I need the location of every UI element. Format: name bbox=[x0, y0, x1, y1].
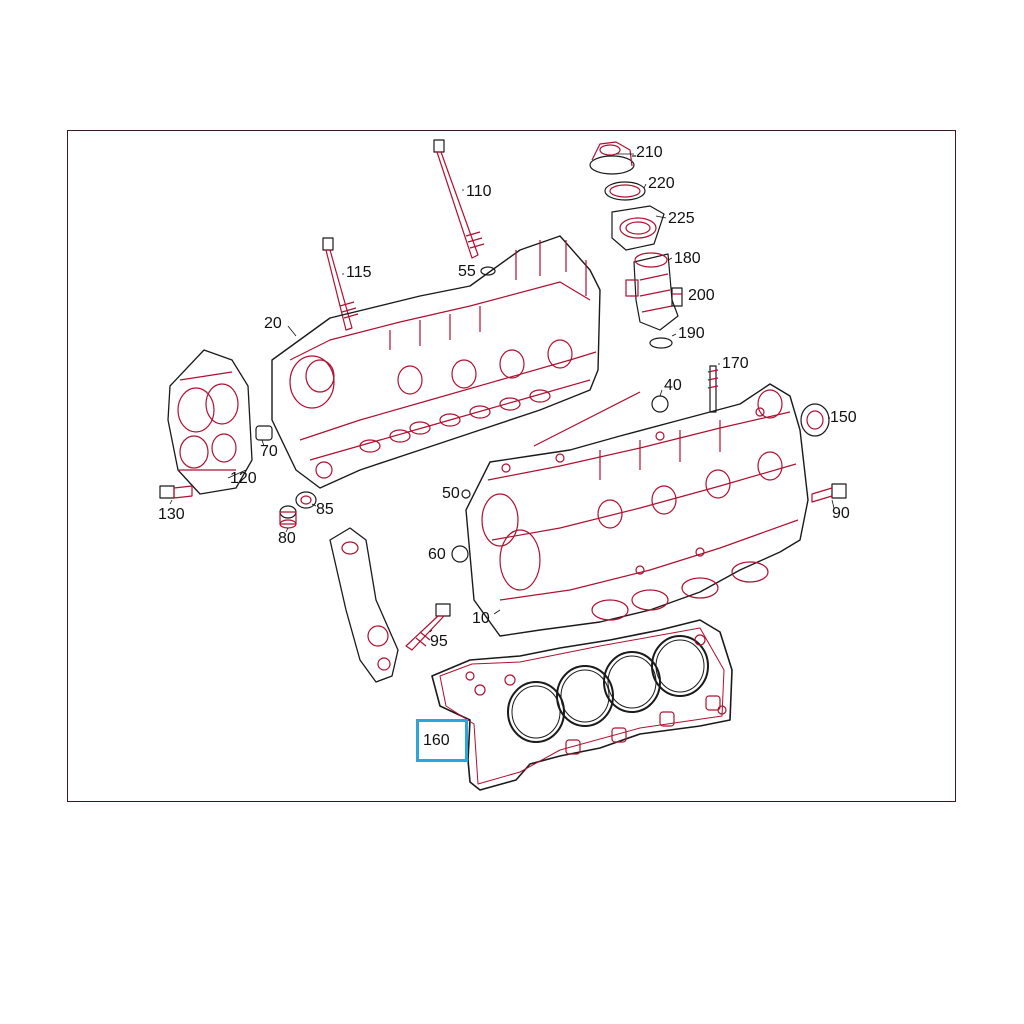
cylinder-head-left-part[interactable] bbox=[271, 235, 641, 489]
label-part-220[interactable]: 220 bbox=[648, 175, 675, 192]
leader-lines bbox=[169, 153, 835, 633]
stud-170-part[interactable] bbox=[707, 365, 719, 413]
diagram-frame bbox=[67, 130, 956, 802]
washer-55-part[interactable] bbox=[480, 266, 496, 276]
label-part-120[interactable]: 120 bbox=[230, 470, 257, 487]
label-part-55[interactable]: 55 bbox=[458, 263, 476, 280]
label-part-130[interactable]: 130 bbox=[158, 506, 185, 523]
label-part-115[interactable]: 115 bbox=[346, 264, 372, 281]
label-part-170[interactable]: 170 bbox=[722, 355, 749, 372]
seal-ring-part[interactable] bbox=[604, 181, 646, 201]
ring-40-part[interactable] bbox=[651, 395, 669, 413]
label-part-225[interactable]: 225 bbox=[668, 210, 695, 227]
label-part-70[interactable]: 70 bbox=[260, 443, 278, 460]
plug-70-part[interactable] bbox=[255, 425, 273, 441]
seal-85-part[interactable] bbox=[295, 491, 317, 509]
label-part-200[interactable]: 200 bbox=[688, 287, 715, 304]
plug-80-part[interactable] bbox=[279, 505, 297, 529]
bolt-115-part[interactable] bbox=[322, 237, 359, 331]
bracket-95-part[interactable] bbox=[329, 527, 451, 683]
label-part-40[interactable]: 40 bbox=[664, 377, 682, 394]
cylinder-head-right-part[interactable] bbox=[465, 383, 809, 637]
filler-tube-part[interactable] bbox=[625, 252, 679, 331]
label-part-160[interactable]: 160 bbox=[423, 732, 450, 749]
ring-60-part[interactable] bbox=[451, 545, 469, 563]
label-part-60[interactable]: 60 bbox=[428, 546, 446, 563]
oil-cap-part[interactable] bbox=[589, 141, 636, 175]
label-part-50[interactable]: 50 bbox=[442, 485, 460, 502]
head-gasket-160-part[interactable] bbox=[431, 619, 733, 791]
bolt-200-part[interactable] bbox=[671, 287, 683, 307]
label-part-90[interactable]: 90 bbox=[832, 505, 850, 522]
bolt-130-part[interactable] bbox=[159, 485, 193, 499]
filler-flange-part[interactable] bbox=[611, 205, 665, 251]
label-part-85[interactable]: 85 bbox=[316, 501, 334, 518]
label-part-95[interactable]: 95 bbox=[430, 633, 448, 650]
cover-plate-120-part[interactable] bbox=[167, 349, 253, 495]
bolt-90-part[interactable] bbox=[811, 483, 847, 503]
label-part-20[interactable]: 20 bbox=[264, 315, 282, 332]
label-part-80[interactable]: 80 bbox=[278, 530, 296, 547]
label-part-190[interactable]: 190 bbox=[678, 325, 705, 342]
ring-50-part[interactable] bbox=[461, 489, 471, 499]
o-ring-190-part[interactable] bbox=[649, 337, 673, 349]
label-part-110[interactable]: 110 bbox=[466, 183, 492, 200]
seal-150-part[interactable] bbox=[800, 403, 830, 437]
head-bolt-110-part[interactable] bbox=[433, 139, 485, 259]
label-part-10[interactable]: 10 bbox=[472, 610, 490, 627]
label-part-150[interactable]: 150 bbox=[830, 409, 857, 426]
label-part-180[interactable]: 180 bbox=[674, 250, 701, 267]
label-part-210[interactable]: 210 bbox=[636, 144, 663, 161]
